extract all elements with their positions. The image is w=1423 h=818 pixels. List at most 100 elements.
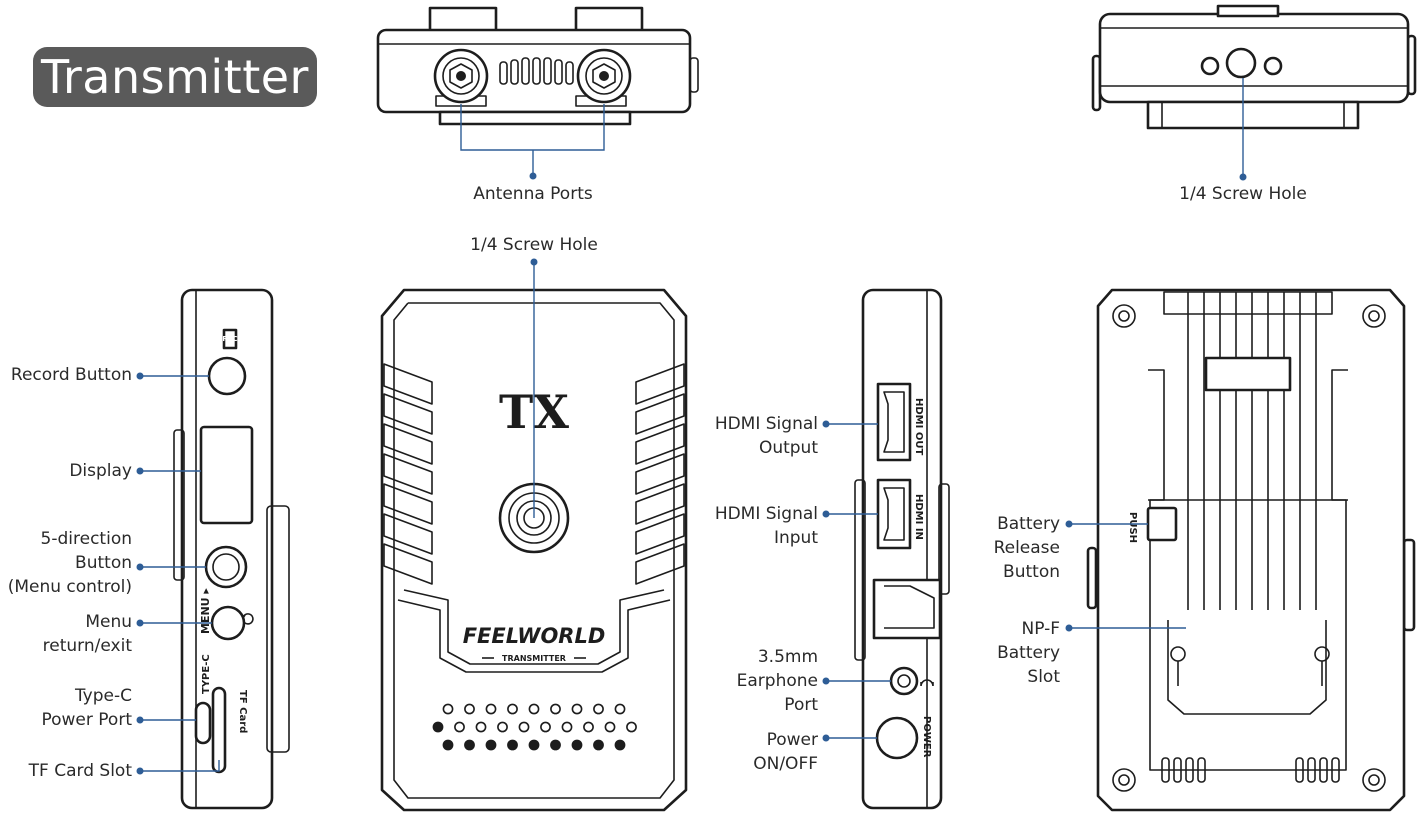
hdmi-in-port-shape bbox=[876, 478, 912, 550]
label-tf-card-slot: TF Card Slot bbox=[28, 761, 132, 781]
label-line: HDMI Signal bbox=[714, 504, 818, 524]
label-line: Button bbox=[1003, 562, 1060, 582]
speaker-hole bbox=[593, 739, 604, 751]
speaker-hole bbox=[454, 721, 465, 733]
label-line: Button bbox=[75, 553, 132, 573]
speaker-hole bbox=[464, 739, 475, 751]
label-menu-return: Menu return/exit bbox=[0, 610, 132, 658]
speaker-hole bbox=[614, 703, 626, 715]
speaker-hole bbox=[528, 703, 540, 715]
speaker-hole bbox=[475, 721, 487, 733]
label-screw-hole-front: 1/4 Screw Hole bbox=[470, 235, 598, 255]
speaker-hole bbox=[518, 721, 530, 733]
speaker-hole bbox=[550, 703, 561, 715]
back-illustration: PUSH bbox=[1065, 288, 1416, 812]
label-line: Output bbox=[758, 438, 818, 458]
speaker-hole bbox=[528, 739, 540, 751]
label-line: 5-direction bbox=[40, 529, 132, 549]
label-line: Menu bbox=[85, 612, 132, 632]
label-battery-release-button: Battery Release Button bbox=[960, 512, 1060, 584]
speaker-hole bbox=[571, 703, 583, 715]
label-screw-hole-top: 1/4 Screw Hole bbox=[1179, 184, 1307, 204]
speaker-hole bbox=[561, 721, 573, 733]
speaker-hole bbox=[497, 721, 508, 733]
label-earphone-port: 3.5mm Earphone Port bbox=[690, 645, 818, 717]
model-label: TRANSMITTER bbox=[502, 654, 566, 663]
label-display: Display bbox=[69, 461, 132, 481]
back-corner-screws bbox=[1112, 304, 1386, 792]
label-line: Port bbox=[784, 695, 818, 715]
top-vent-slots bbox=[499, 57, 574, 85]
five-way-button-shape bbox=[204, 545, 248, 589]
label-line: Slot bbox=[1027, 667, 1060, 687]
rec-mark: REC bbox=[222, 335, 237, 343]
label-line: HDMI Signal bbox=[714, 414, 818, 434]
antenna-port-right bbox=[576, 48, 632, 104]
speaker-hole bbox=[485, 739, 497, 751]
brand-logo: FEELWORLD bbox=[463, 624, 606, 648]
front-grip-left bbox=[383, 363, 433, 585]
label-line: Power bbox=[766, 730, 818, 750]
speaker-hole bbox=[540, 721, 551, 733]
speaker-hole bbox=[432, 721, 444, 733]
speaker-hole bbox=[442, 703, 454, 715]
speaker-hole bbox=[626, 721, 637, 733]
battery-release-button-shape bbox=[1146, 506, 1178, 542]
label-antenna-ports: Antenna Ports bbox=[473, 184, 593, 204]
menu-mark: MENU ▸ bbox=[199, 588, 212, 634]
label-power-onoff: Power ON/OFF bbox=[690, 728, 818, 776]
antenna-port-left bbox=[433, 48, 489, 104]
hdmi-in-mark: HDMI IN bbox=[913, 494, 924, 540]
record-button-shape bbox=[207, 356, 247, 396]
title-badge: Transmitter bbox=[33, 47, 317, 107]
typec-mark: TYPE-C bbox=[201, 654, 212, 694]
speaker-hole bbox=[604, 721, 616, 733]
push-mark: PUSH bbox=[1127, 512, 1138, 543]
label-line: (Menu control) bbox=[7, 577, 132, 597]
tf-slot-shape bbox=[211, 686, 227, 774]
label-line: Battery bbox=[997, 514, 1060, 534]
speaker-hole bbox=[507, 703, 518, 715]
display-shape bbox=[199, 425, 254, 525]
left-side-illustration: REC MENU ▸ TYPE-C TF Card bbox=[136, 288, 290, 810]
label-line: Battery bbox=[997, 643, 1060, 663]
label-line: Release bbox=[993, 538, 1060, 558]
back-heatsink-fins bbox=[1187, 292, 1317, 610]
label-line: ON/OFF bbox=[753, 754, 818, 774]
label-line: return/exit bbox=[42, 636, 132, 656]
typec-port-shape bbox=[194, 701, 212, 745]
label-line: 3.5mm bbox=[757, 647, 818, 667]
power-button-shape bbox=[875, 716, 919, 760]
earphone-jack-shape bbox=[889, 666, 919, 696]
speaker-hole bbox=[464, 703, 475, 715]
top-view-illustration bbox=[376, 6, 699, 180]
bottom-view-illustration bbox=[1091, 4, 1417, 181]
speaker-hole bbox=[583, 721, 594, 733]
speaker-hole bbox=[507, 739, 518, 751]
speaker-hole bbox=[485, 703, 497, 715]
label-record-button: Record Button bbox=[10, 365, 132, 385]
front-illustration: TX FEELWORLD TRANSMITTER bbox=[380, 258, 688, 812]
label-hdmi-output: HDMI Signal Output bbox=[690, 412, 818, 460]
tf-card-mark: TF Card bbox=[237, 690, 248, 733]
label-line: Earphone bbox=[736, 671, 818, 691]
speaker-grille bbox=[432, 703, 637, 751]
label-npf-battery-slot: NP-F Battery Slot bbox=[960, 617, 1060, 689]
hdmi-out-mark: HDMI OUT bbox=[913, 398, 924, 455]
label-line: Input bbox=[773, 528, 818, 548]
speaker-hole bbox=[593, 703, 604, 715]
label-hdmi-input: HDMI Signal Input bbox=[690, 502, 818, 550]
speaker-hole bbox=[550, 739, 561, 751]
right-side-illustration: HDMI OUT HDMI IN POWER bbox=[822, 288, 950, 810]
np-f-battery-slot-shape bbox=[1167, 620, 1330, 715]
power-mark: POWER bbox=[921, 716, 932, 758]
label-line: NP-F bbox=[1021, 619, 1060, 639]
hdmi-out-port-shape bbox=[876, 382, 912, 462]
label-five-direction-button: 5-direction Button (Menu control) bbox=[0, 527, 132, 599]
menu-button-shape bbox=[210, 605, 246, 641]
label-line: Power Port bbox=[41, 710, 132, 730]
speaker-hole bbox=[614, 739, 626, 751]
front-grip-right bbox=[635, 363, 685, 585]
